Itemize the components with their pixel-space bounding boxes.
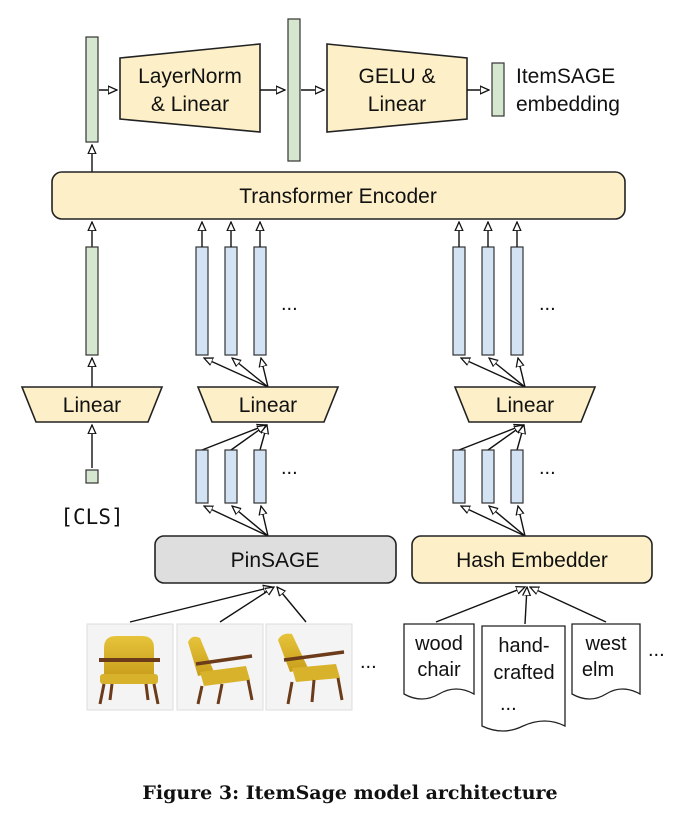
document-line: elm <box>582 659 614 681</box>
text-embedding-vector <box>452 449 466 504</box>
edge-image-to-pinsage <box>129 587 272 623</box>
edge-hash-to-embedding <box>518 506 526 537</box>
transformer-encoder-box <box>51 171 626 220</box>
text-linear-label: Linear <box>496 394 554 417</box>
figure-caption: Figure 3: ItemSage model architecture <box>142 782 557 804</box>
text-document <box>403 623 475 700</box>
image-embedding-vector <box>253 449 267 504</box>
gelu-label-1: GELU & <box>358 65 435 88</box>
edge-image-embedding-to-linear <box>201 425 266 451</box>
cls-projected-vector <box>85 246 99 356</box>
itemsage-embedding-vector <box>491 62 505 117</box>
image-token-vector <box>224 246 238 356</box>
text-linear-block <box>453 386 597 423</box>
cls-token-label: [CLS] <box>60 505 123 529</box>
cls-branch: Linear [CLS] <box>20 222 164 529</box>
cls-output-vector <box>85 36 99 143</box>
layernorm-linear-block <box>119 43 261 133</box>
image-linear-block <box>196 386 340 423</box>
text-embedding-ellipsis: ... <box>539 457 556 479</box>
text-branch: ... Linear ... Hash Embedder wood chair … <box>403 222 665 732</box>
text-embedding-vector <box>510 449 524 504</box>
layernorm-label-1: LayerNorm <box>138 65 242 88</box>
text-token-vector <box>481 246 495 356</box>
edge-text-to-hash <box>525 587 527 625</box>
edge-text-to-hash <box>530 587 607 623</box>
layernorm-label-2: & Linear <box>151 93 229 116</box>
head-section: LayerNorm & Linear GELU & Linear ItemSAG… <box>85 18 620 162</box>
gelu-label-2: Linear <box>368 93 426 116</box>
edge-text-linear-to-token <box>461 358 526 388</box>
product-image <box>176 623 264 711</box>
hidden-vector <box>287 18 301 162</box>
image-linear-label: Linear <box>239 394 297 417</box>
image-embedding-vector <box>224 449 238 504</box>
gelu-linear-block <box>326 43 468 133</box>
cls-linear-block <box>20 386 164 423</box>
cls-linear-label: Linear <box>63 394 121 417</box>
cls-token-vector <box>85 469 99 484</box>
text-document <box>481 625 566 732</box>
text-token-ellipsis: ... <box>539 293 556 315</box>
edge-image-linear-to-token <box>204 358 269 388</box>
edge-pinsage-to-embedding <box>204 506 269 537</box>
product-image <box>86 623 174 711</box>
edge-image-embedding-to-linear <box>259 425 267 451</box>
edge-text-linear-to-token <box>489 358 526 388</box>
pinsage-label: PinSAGE <box>231 549 320 572</box>
edge-image-linear-to-token <box>232 358 269 388</box>
document-line: wood <box>414 633 463 655</box>
image-embedding-vector <box>195 449 209 504</box>
text-ellipsis: ... <box>648 639 665 661</box>
hash-embedder-label: Hash Embedder <box>456 549 608 572</box>
pinsage-box <box>154 535 397 584</box>
text-document <box>571 623 641 700</box>
edge-hash-to-embedding <box>461 506 526 537</box>
edge-text-embedding-to-linear <box>516 425 524 451</box>
image-embedding-ellipsis: ... <box>281 457 298 479</box>
image-branch: ... Linear ... PinSAGE <box>86 222 397 711</box>
document-line: hand- <box>498 635 549 657</box>
edge-image-to-pinsage <box>219 587 274 623</box>
document-line: ... <box>500 693 517 715</box>
image-token-ellipsis: ... <box>281 293 298 315</box>
edge-pinsage-to-embedding <box>261 506 269 537</box>
text-embedding-vector <box>481 449 495 504</box>
edge-text-linear-to-token <box>518 358 526 388</box>
product-image <box>265 623 353 711</box>
text-token-vector <box>510 246 524 356</box>
document-line: west <box>584 633 627 655</box>
image-ellipsis: ... <box>360 651 377 673</box>
output-label-2: embedding <box>516 93 620 116</box>
edge-hash-to-embedding <box>489 506 526 537</box>
text-token-vector <box>452 246 466 356</box>
hash-embedder-box <box>411 535 653 584</box>
image-token-vector <box>253 246 267 356</box>
document-line: crafted <box>493 662 554 684</box>
edge-text-to-hash <box>435 587 525 623</box>
edge-text-embedding-to-linear <box>458 425 523 451</box>
document-line: chair <box>417 659 461 681</box>
output-label-1: ItemSAGE <box>516 65 615 88</box>
image-token-vector <box>195 246 209 356</box>
transformer-encoder-label: Transformer Encoder <box>239 185 437 208</box>
edge-image-to-pinsage <box>277 587 307 623</box>
edge-pinsage-to-embedding <box>232 506 269 537</box>
edge-image-linear-to-token <box>261 358 269 388</box>
